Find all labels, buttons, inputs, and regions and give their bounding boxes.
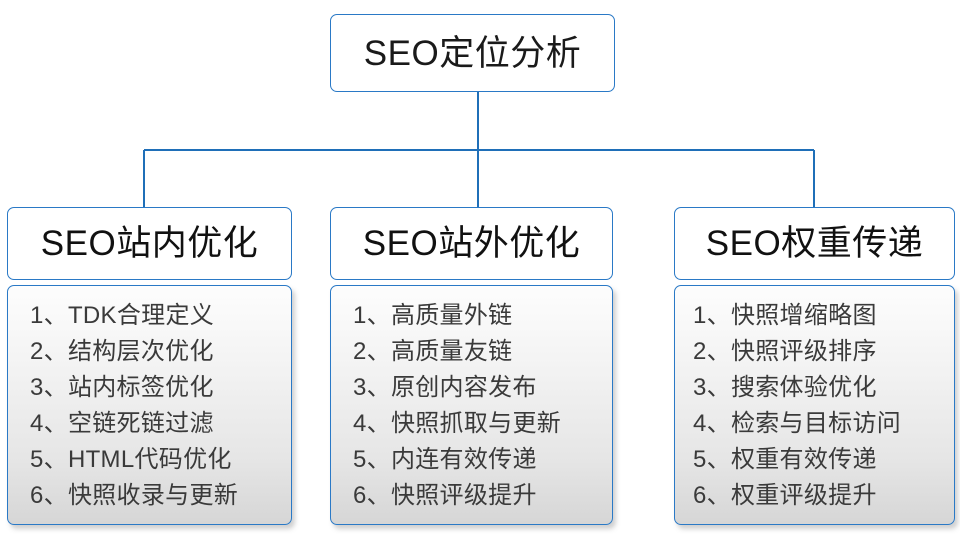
list-item: 6、快照评级提升 — [353, 482, 537, 509]
list-item: 6、快照收录与更新 — [30, 482, 239, 509]
branch-column-2: SEO站外优化 1、高质量外链 2、高质量友链 3、原创内容发布 4、快照抓取与… — [330, 207, 613, 525]
list-item: 6、权重评级提升 — [693, 482, 877, 509]
branch-header-2[interactable]: SEO站外优化 — [330, 207, 613, 280]
branch-header-3[interactable]: SEO权重传递 — [674, 207, 955, 280]
list-item: 1、快照增缩略图 — [693, 302, 877, 329]
root-node[interactable]: SEO定位分析 — [330, 14, 615, 92]
list-item: 4、检索与目标访问 — [693, 410, 902, 437]
list-item: 2、结构层次优化 — [30, 338, 214, 365]
branch-header-label-3: SEO权重传递 — [705, 224, 924, 263]
list-item: 3、站内标签优化 — [30, 374, 214, 401]
list-item: 2、高质量友链 — [353, 338, 513, 365]
branch-list-2: 1、高质量外链 2、高质量友链 3、原创内容发布 4、快照抓取与更新 5、内连有… — [330, 285, 613, 525]
branch-header-label-2: SEO站外优化 — [362, 224, 581, 263]
list-item: 5、权重有效传递 — [693, 446, 877, 473]
branch-list-1: 1、TDK合理定义 2、结构层次优化 3、站内标签优化 4、空链死链过滤 5、H… — [7, 285, 292, 525]
branch-column-1: SEO站内优化 1、TDK合理定义 2、结构层次优化 3、站内标签优化 4、空链… — [7, 207, 292, 525]
list-item: 4、快照抓取与更新 — [353, 410, 562, 437]
root-node-label: SEO定位分析 — [363, 33, 582, 73]
list-item: 3、原创内容发布 — [353, 374, 537, 401]
list-item: 4、空链死链过滤 — [30, 410, 214, 437]
branch-column-3: SEO权重传递 1、快照增缩略图 2、快照评级排序 3、搜索体验优化 4、检索与… — [674, 207, 955, 525]
list-item: 5、内连有效传递 — [353, 446, 537, 473]
list-item: 3、搜索体验优化 — [693, 374, 877, 401]
branch-header-1[interactable]: SEO站内优化 — [7, 207, 292, 280]
branch-list-3: 1、快照增缩略图 2、快照评级排序 3、搜索体验优化 4、检索与目标访问 5、权… — [674, 285, 955, 525]
branch-header-label-1: SEO站内优化 — [40, 224, 259, 263]
list-item: 5、HTML代码优化 — [30, 446, 232, 473]
list-item: 1、高质量外链 — [353, 302, 513, 329]
list-item: 1、TDK合理定义 — [30, 302, 215, 329]
list-item: 2、快照评级排序 — [693, 338, 877, 365]
